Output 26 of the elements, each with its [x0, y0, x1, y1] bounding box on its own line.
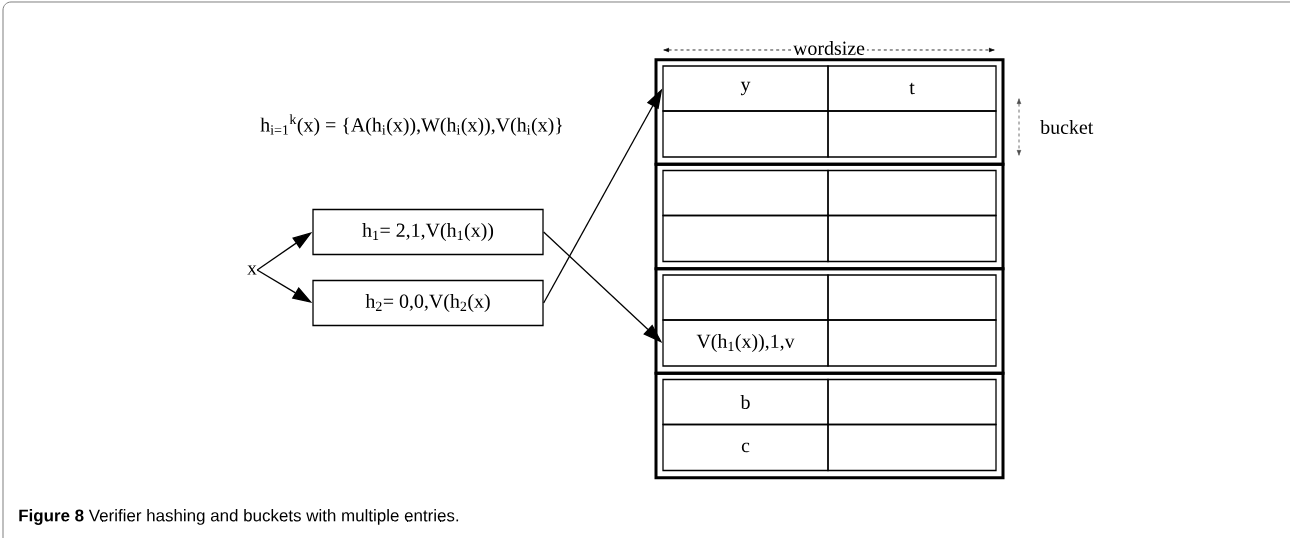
table-cell: t: [827, 65, 997, 112]
table-cell: [662, 110, 829, 158]
formula-label: h$_{i=1}$$^{k}$(x) = {A(h$_{i}$(x)),W(h$_{i}$(x)),V(h$_{i}$(x)}: [260, 114, 563, 136]
table-cell: [827, 214, 997, 263]
dimension-label: wordsize: [791, 39, 867, 57]
table-cell: V(h$_{1}$(x)),1,v: [662, 319, 829, 367]
table-cell: [827, 423, 997, 472]
hash-box: h$_{2}$= 0,0,V(h$_{2}$(x): [312, 279, 544, 327]
table-cell: [827, 378, 997, 426]
table-cell: c: [662, 423, 829, 472]
bucket-frame: [654, 58, 1005, 166]
table-cell: [662, 274, 829, 321]
figure-caption: Figure 8 Verifier hashing and buckets with multiple entries.: [19, 509, 459, 525]
table-cell: [827, 110, 997, 158]
table-cell: y: [662, 65, 829, 112]
table-cell: [827, 319, 997, 367]
bucket-frame: [654, 371, 1005, 480]
table-cell: b: [662, 378, 829, 426]
bucket-frame: [654, 267, 1005, 375]
variable-label: x: [247, 265, 257, 275]
table-cell: [827, 169, 997, 217]
hash-box: h$_{1}$= 2,1,V(h$_{1}$(x)): [312, 208, 544, 256]
table-cell: [662, 169, 829, 217]
dimension-label: bucket: [1040, 120, 1094, 134]
table-cell: [827, 274, 997, 321]
table-cell: [662, 214, 829, 263]
